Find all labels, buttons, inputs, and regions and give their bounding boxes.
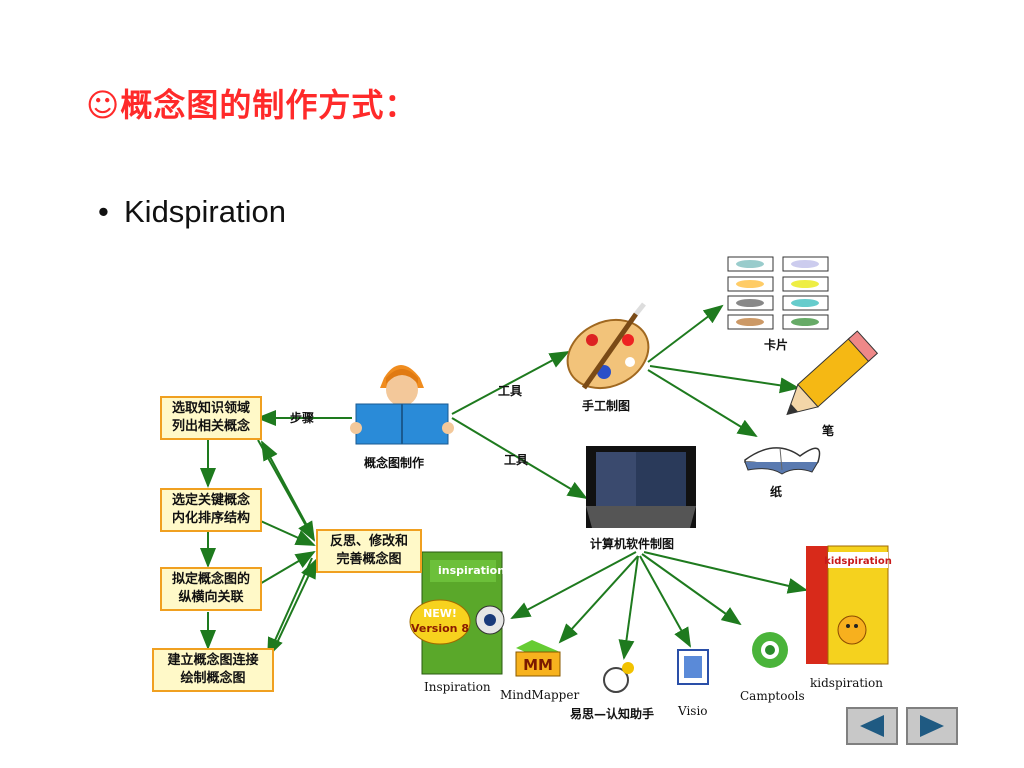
step-4-text: 建立概念图连接 绘制概念图: [167, 653, 259, 686]
software-esi-label: 易思—认知助手: [570, 707, 655, 721]
inspiration-box-icon: [409, 551, 505, 675]
step-2-text: 选定关键概念 内化排序结构: [171, 493, 250, 526]
tool-label-1: 工具: [498, 384, 523, 398]
cards-label: 卡片: [764, 338, 789, 352]
new-badge-line2: Version 8: [411, 622, 469, 635]
step-label: 步骤: [290, 411, 315, 425]
arrow-comp-kid: [643, 551, 808, 594]
manual-label: 手工制图: [582, 399, 631, 413]
new-badge-line1: NEW!: [423, 607, 457, 620]
revise-box: 反思、修改和 完善概念图: [316, 529, 422, 573]
mindmapper-icon-text: MM: [523, 656, 553, 674]
arrow-manual-paper: [647, 369, 758, 438]
laptop-icon: [586, 446, 696, 528]
step-3-text: 拟定概念图的 纵横向关联: [171, 572, 250, 605]
arrow-comp-inspiration: [510, 551, 637, 619]
software-kidspiration-label: kidspiration: [810, 676, 883, 690]
right-arrow-icon: [920, 715, 944, 737]
step-box-1: 选取知识领域 列出相关概念: [160, 396, 262, 440]
arrow-center-manual: [451, 351, 570, 415]
pen-label: 笔: [822, 424, 835, 438]
step-1-text: 选取知识领域 列出相关概念: [171, 401, 250, 434]
arrow-comp-visio: [639, 555, 691, 648]
step-box-3: 拟定概念图的 纵横向关联: [160, 567, 262, 611]
bullet-item: •Kidspiration: [98, 194, 286, 229]
arrow-manual-pen: [649, 365, 800, 394]
kidspiration-box-text: kidspiration: [824, 556, 892, 567]
next-slide-button[interactable]: [906, 707, 958, 745]
esi-icon: [603, 662, 634, 693]
step-box-4: 建立概念图连接 绘制概念图: [152, 648, 274, 692]
page-title: ☺概念图的制作方式：: [86, 86, 418, 124]
pencil-icon: [786, 330, 879, 416]
arrow-revise-s1: [261, 440, 313, 536]
book-icon: [744, 447, 821, 475]
kidspiration-box-icon: [806, 545, 889, 665]
cards-icon: [727, 256, 829, 330]
tool-label-2: 工具: [504, 453, 529, 467]
arrow-s3-revise: [257, 550, 316, 586]
paper-label: 纸: [770, 485, 783, 499]
inspiration-box-text: inspiration: [438, 564, 505, 577]
arrow-revise-s4: [267, 557, 313, 658]
software-inspiration-label: Inspiration: [424, 680, 491, 694]
arrow-center-computer: [451, 417, 588, 500]
left-arrow-icon: [860, 715, 884, 737]
arrow-comp-esi: [618, 555, 639, 660]
arrow-comp-mindmapper: [558, 555, 639, 644]
person-reading-icon: [350, 365, 454, 445]
revise-text: 反思、修改和 完善概念图: [329, 534, 408, 567]
step-box-2: 选定关键概念 内化排序结构: [160, 488, 262, 532]
software-camptools-label: Camptools: [740, 689, 805, 703]
camptools-icon: [752, 632, 788, 668]
arrow-comp-camptools: [641, 553, 742, 626]
palette-icon: [566, 302, 650, 390]
software-mindmapper-label: MindMapper: [500, 688, 580, 702]
computer-label: 计算机软件制图: [590, 537, 675, 551]
arrow-manual-cards: [647, 304, 724, 363]
prev-slide-button[interactable]: [846, 707, 898, 745]
mindmapper-icon: [515, 640, 561, 677]
arrow-s2-revise: [253, 517, 316, 546]
center-label: 概念图制作: [364, 456, 425, 470]
visio-icon: [677, 649, 709, 685]
bullet-text: Kidspiration: [124, 194, 286, 229]
software-visio-label: Visio: [678, 704, 708, 718]
